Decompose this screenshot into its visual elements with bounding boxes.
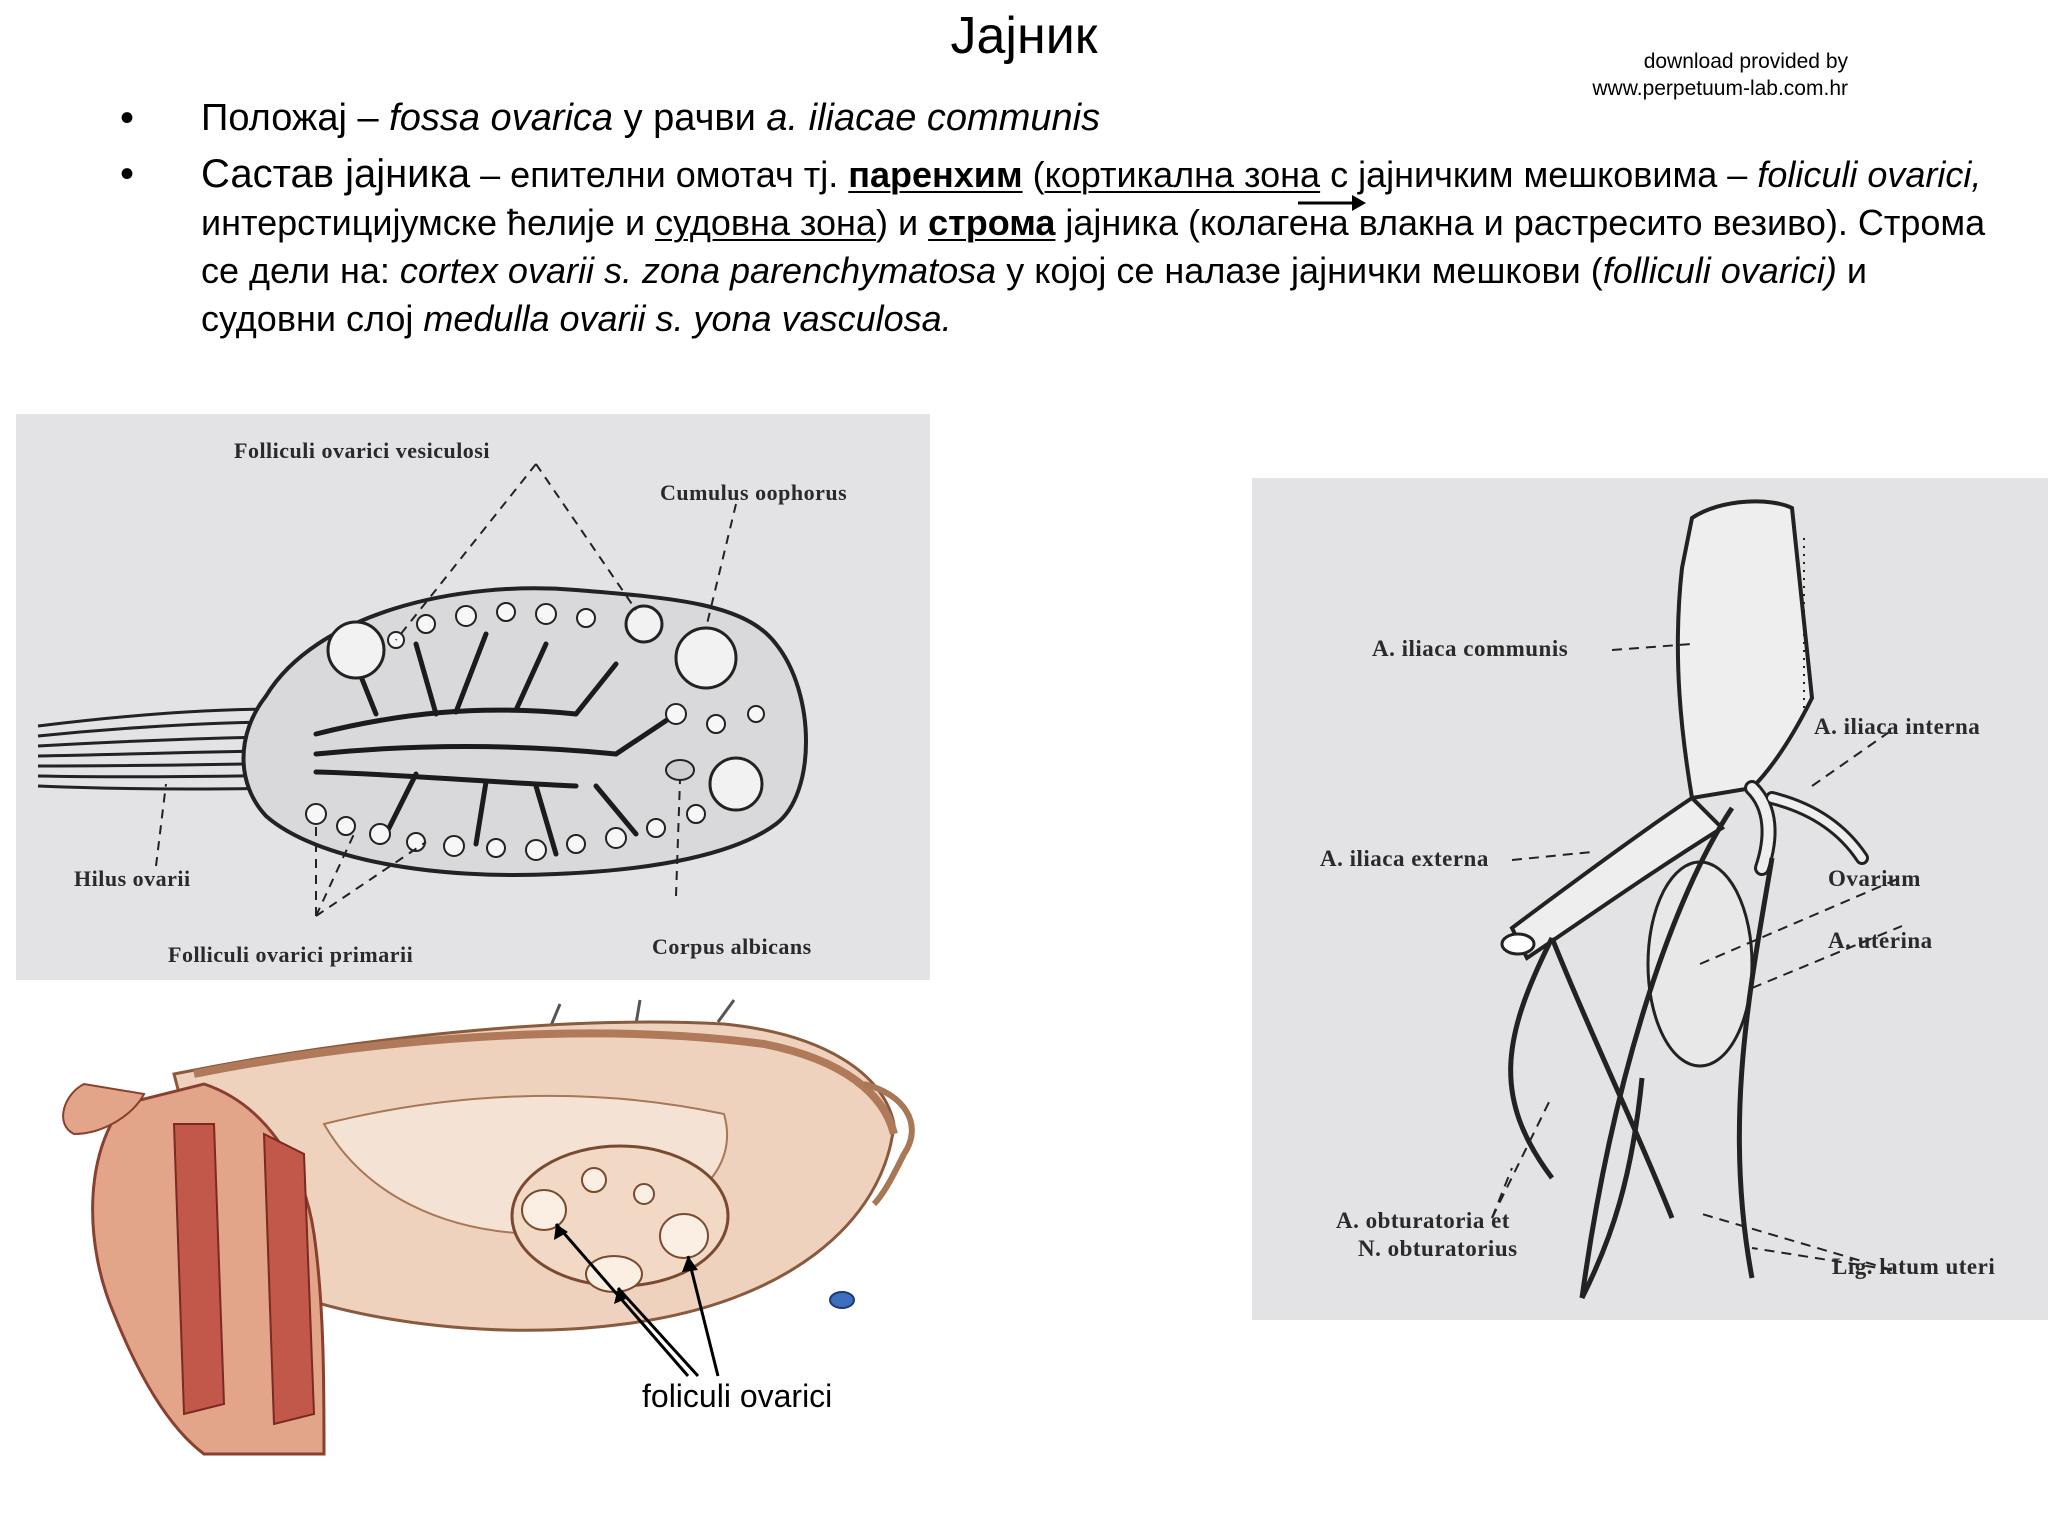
bullet-marker: • bbox=[120, 96, 135, 140]
bullet-lead: Састав јајника bbox=[201, 152, 471, 196]
label-uterina: A. uterina bbox=[1828, 928, 1933, 953]
label-hilus: Hilus ovarii bbox=[74, 866, 191, 891]
bullet-marker: • bbox=[120, 152, 135, 196]
download-credit: download provided by www.perpetuum-lab.c… bbox=[1592, 48, 1848, 102]
figure-iliac-vessels: A. iliaca communis A. iliaca interna A. … bbox=[1252, 478, 2048, 1320]
credit-line-1: download provided by bbox=[1643, 50, 1848, 73]
term-cortex-ovarii: cortex ovarii s. zona parenchymatosa bbox=[399, 250, 997, 291]
bullet-text: у којој се налазе јајнички мешкови ( bbox=[996, 250, 1603, 291]
bullet-text: ( bbox=[1022, 154, 1045, 195]
label-vesiculosi: Folliculi ovarici vesiculosi bbox=[234, 438, 490, 463]
label-obturatorius: N. obturatorius bbox=[1358, 1236, 1518, 1261]
label-albicans: Corpus albicans bbox=[652, 934, 812, 959]
credit-line-2: www.perpetuum-lab.com.hr bbox=[1592, 77, 1848, 100]
label-iliaca-communis: A. iliaca communis bbox=[1372, 636, 1569, 661]
figure-ovary-section: Folliculi ovarici vesiculosi Cumulus oop… bbox=[16, 414, 930, 980]
bullet-text: и судовни слој bbox=[201, 250, 1867, 339]
label-obturatoria: A. obturatoria et bbox=[1336, 1208, 1510, 1233]
label-iliaca-externa: A. iliaca externa bbox=[1320, 846, 1489, 871]
caption-foliculi-ovarici: foliculi ovarici bbox=[642, 1378, 833, 1414]
bullet-text: интерстицијумске ћелије и bbox=[201, 202, 656, 243]
label-cumulus: Cumulus oophorus bbox=[660, 480, 848, 505]
term-foliculi-ovarici: foliculi ovarici, bbox=[1757, 154, 1982, 195]
term-vascular-zone: судовна зона bbox=[655, 202, 876, 243]
bullet-text: ) и bbox=[875, 202, 929, 243]
term-fossa-ovarica: fossa ovarica bbox=[389, 97, 614, 139]
term-parenchyma: паренхим bbox=[848, 154, 1023, 195]
bullet-text: – епителни омотач тј. bbox=[470, 154, 849, 195]
term-cortical-zone: кортикална зона bbox=[1044, 154, 1321, 195]
iliac-vessels-drawing bbox=[1491, 499, 1903, 1300]
bullet-lead: Положај – bbox=[201, 97, 390, 139]
bullet-text: с јајничким мешковима – bbox=[1320, 154, 1758, 195]
label-iliaca-interna: A. iliaca interna bbox=[1814, 714, 1981, 739]
figure-uterus-ovary bbox=[24, 984, 928, 1470]
label-primarii: Folliculi ovarici primarii bbox=[168, 942, 414, 967]
term-medulla-ovarii: medulla ovarii s. yona vasculosa. bbox=[423, 298, 952, 339]
uterus-ovary-illustration bbox=[62, 999, 915, 1456]
term-folliculi-ovarici: folliculi ovarici) bbox=[1602, 250, 1837, 291]
term-iliacae-communis: a. iliacae communis bbox=[766, 97, 1101, 139]
bullet-composition: • Састав јајника – епителни омотач тј. п… bbox=[120, 150, 2000, 343]
bullet-text: у рачви bbox=[613, 97, 767, 139]
label-ovarium: Ovarium bbox=[1828, 866, 1921, 891]
bullet-position: • Положај – fossa ovarica у рачви a. ili… bbox=[120, 88, 2000, 148]
annotation-arrow bbox=[1298, 195, 1366, 211]
bullet-text: јајника (колагена влакна и растресито ве… bbox=[201, 202, 1986, 291]
term-stroma: строма bbox=[928, 202, 1056, 243]
label-lig-latum: Lig. latum uteri bbox=[1832, 1254, 1996, 1279]
ovary-section-drawing bbox=[37, 463, 808, 917]
slide-title: Јајник bbox=[950, 7, 1098, 65]
bullet-list: • Положај – fossa ovarica у рачви a. ili… bbox=[120, 88, 2000, 343]
